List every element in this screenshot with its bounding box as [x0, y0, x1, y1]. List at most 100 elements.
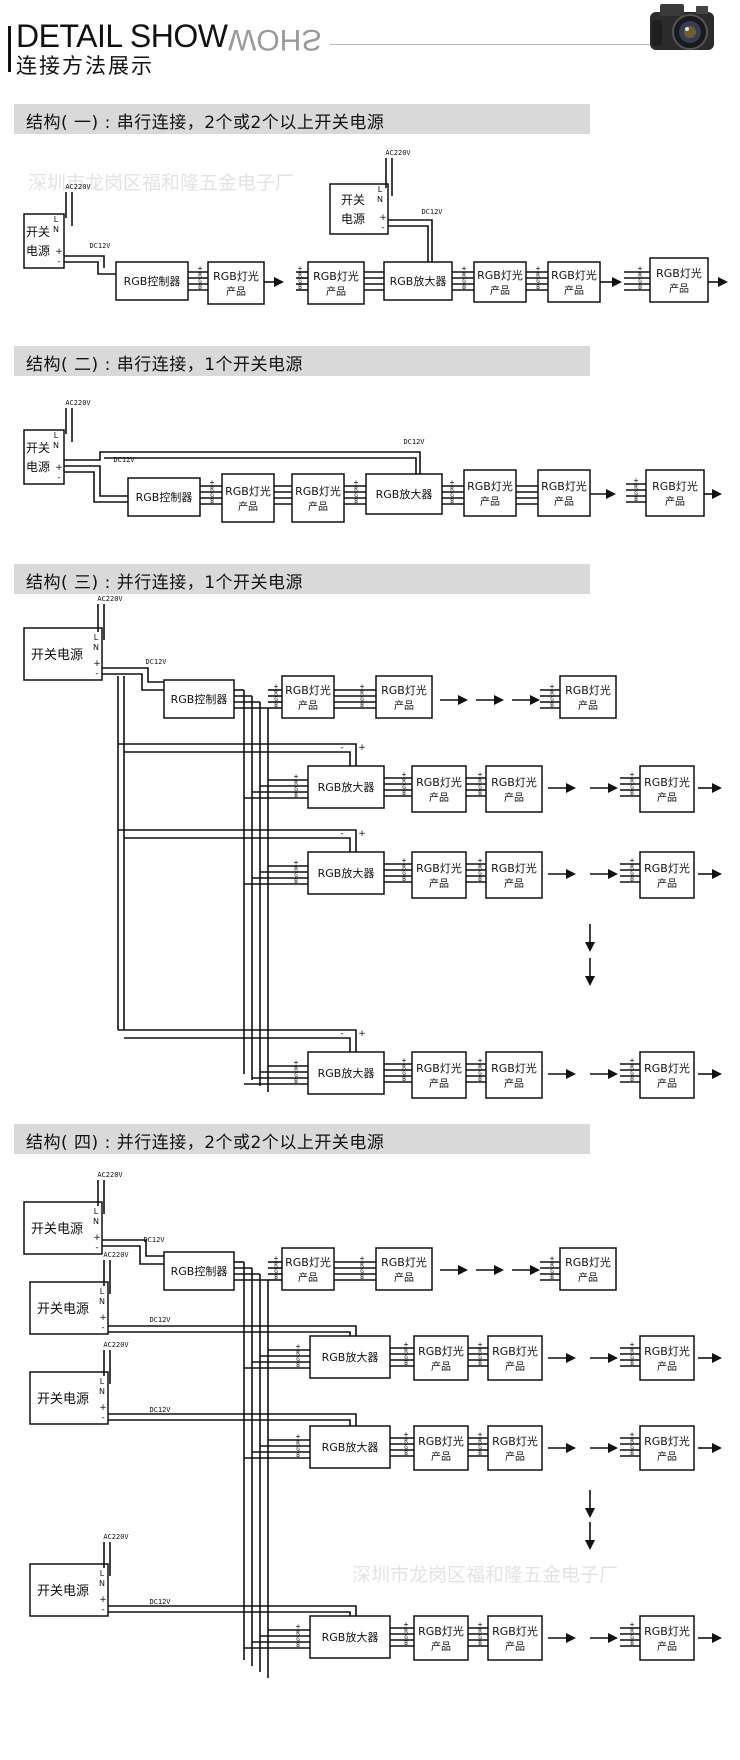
ac-label: AC220V	[103, 1533, 129, 1541]
product-label-line2: 产品	[431, 1640, 451, 1653]
pin-label: R	[450, 486, 454, 493]
arrow-right-icon	[566, 869, 576, 879]
wire	[124, 751, 351, 768]
product-label-line1: RGB灯光	[285, 683, 331, 697]
psu-pin-n: N	[53, 225, 59, 234]
product-label-line2: 产品	[657, 791, 677, 804]
arrow-right-icon	[608, 869, 618, 879]
rgb-light-product	[411, 765, 467, 813]
ac-label: AC220V	[103, 1341, 129, 1349]
pin-label: R	[360, 1262, 364, 1269]
product-label-line1: RGB灯光	[565, 1255, 611, 1269]
header-title: DETAIL SHOW	[16, 18, 228, 54]
pin-label: G	[630, 1070, 634, 1077]
pin-label: B	[630, 1450, 634, 1457]
wire	[118, 743, 357, 768]
pin-label: +	[296, 1622, 301, 1631]
pin-label: B	[274, 1274, 278, 1281]
rgb-light-product	[291, 473, 345, 523]
wire	[124, 1037, 351, 1054]
pin-label: B	[402, 876, 406, 883]
pin-label: B	[630, 790, 634, 797]
pin-label: G	[296, 1636, 300, 1643]
rgb-light-product	[639, 1425, 695, 1471]
psu-pin-l: L	[100, 1287, 105, 1296]
rgb-amplifier	[307, 851, 385, 895]
rgb-amplifier	[383, 261, 453, 301]
ac-label: AC220V	[97, 595, 123, 603]
pin-label: +	[630, 770, 635, 779]
amplifier-label: RGB放大器	[322, 1350, 379, 1364]
pin-label: G	[478, 870, 482, 877]
pin-label: +	[404, 1340, 409, 1349]
rgb-light-product	[487, 1615, 543, 1661]
psu-label: 开关电源	[37, 1392, 89, 1407]
rgb-light-product	[639, 765, 695, 813]
product-label-line2: 产品	[578, 1271, 598, 1284]
pin-label: G	[360, 1268, 364, 1275]
header-rule	[330, 44, 650, 45]
pin-label: +	[478, 856, 483, 865]
product-label-line1: RGB灯光	[418, 1344, 464, 1358]
pin-label: G	[274, 696, 278, 703]
watermark-top: 深圳市龙岗区福和隆五金电子厂	[28, 172, 295, 194]
product-label-line2: 产品	[394, 1271, 414, 1284]
product-label-line2: 产品	[429, 791, 449, 804]
arrow-right-icon	[494, 695, 504, 705]
rgb-light-product	[463, 469, 517, 517]
pin-label: G	[462, 278, 466, 285]
product-label-line2: 产品	[298, 1271, 318, 1284]
pin-label: +	[404, 1430, 409, 1439]
dc-label: DC12V	[145, 658, 167, 666]
controller-label: RGB控制器	[136, 490, 193, 504]
rgb-light-product	[413, 1425, 469, 1471]
rgb-light-product	[473, 261, 527, 303]
product-label-line2: 产品	[308, 500, 328, 513]
rgb-light-product	[485, 1051, 543, 1099]
rgb-light-product	[547, 261, 601, 303]
pin-label: +	[294, 772, 299, 781]
psu-label-line2: 电源	[26, 460, 50, 474]
pin-label: +	[402, 1056, 407, 1065]
psu-pin-l: L	[54, 431, 59, 440]
pin-label: R	[634, 484, 638, 491]
pin-label: R	[630, 1438, 634, 1445]
ac-label: AC220V	[385, 149, 411, 157]
wire	[64, 261, 116, 275]
product-label-line2: 产品	[505, 1450, 525, 1463]
pin-label: G	[294, 872, 298, 879]
pin-label: R	[404, 1438, 408, 1445]
arrow-down-icon	[585, 1540, 595, 1550]
psu-pin-plus: +	[99, 1313, 107, 1323]
psu-pin-l: L	[100, 1377, 105, 1386]
arrow-right-icon	[612, 277, 622, 287]
pin-label: B	[198, 284, 202, 291]
amplifier-label: RGB放大器	[322, 1440, 379, 1454]
pin-label: +	[294, 858, 299, 867]
arrow-right-icon	[608, 1443, 618, 1453]
wire	[118, 1029, 357, 1054]
pin-label: R	[462, 272, 466, 279]
product-label-line1: RGB灯光	[416, 775, 462, 789]
product-label-line2: 产品	[431, 1450, 451, 1463]
amplifier-label: RGB放大器	[318, 866, 375, 880]
pin-label: G	[630, 870, 634, 877]
product-label-line2: 产品	[657, 1360, 677, 1373]
rgb-amplifier	[309, 1615, 391, 1659]
psu-pin-l: L	[378, 185, 383, 194]
pin-label: B	[478, 1076, 482, 1083]
rgb-amplifier	[365, 473, 443, 515]
rgb-light-product	[559, 675, 617, 719]
pin-label: G	[630, 1354, 634, 1361]
header-accent-bar	[8, 26, 11, 72]
arrow-right-icon	[606, 489, 616, 499]
switching-power-supply	[23, 627, 103, 681]
pin-label: R	[294, 866, 298, 873]
pin-label: B	[402, 790, 406, 797]
rgb-controller	[163, 1251, 235, 1291]
controller-label: RGB控制器	[124, 274, 181, 288]
psu-pin-plus: +	[55, 247, 63, 257]
pin-label: G	[478, 784, 482, 791]
product-label-line1: RGB灯光	[492, 1624, 538, 1638]
pin-label: R	[630, 778, 634, 785]
